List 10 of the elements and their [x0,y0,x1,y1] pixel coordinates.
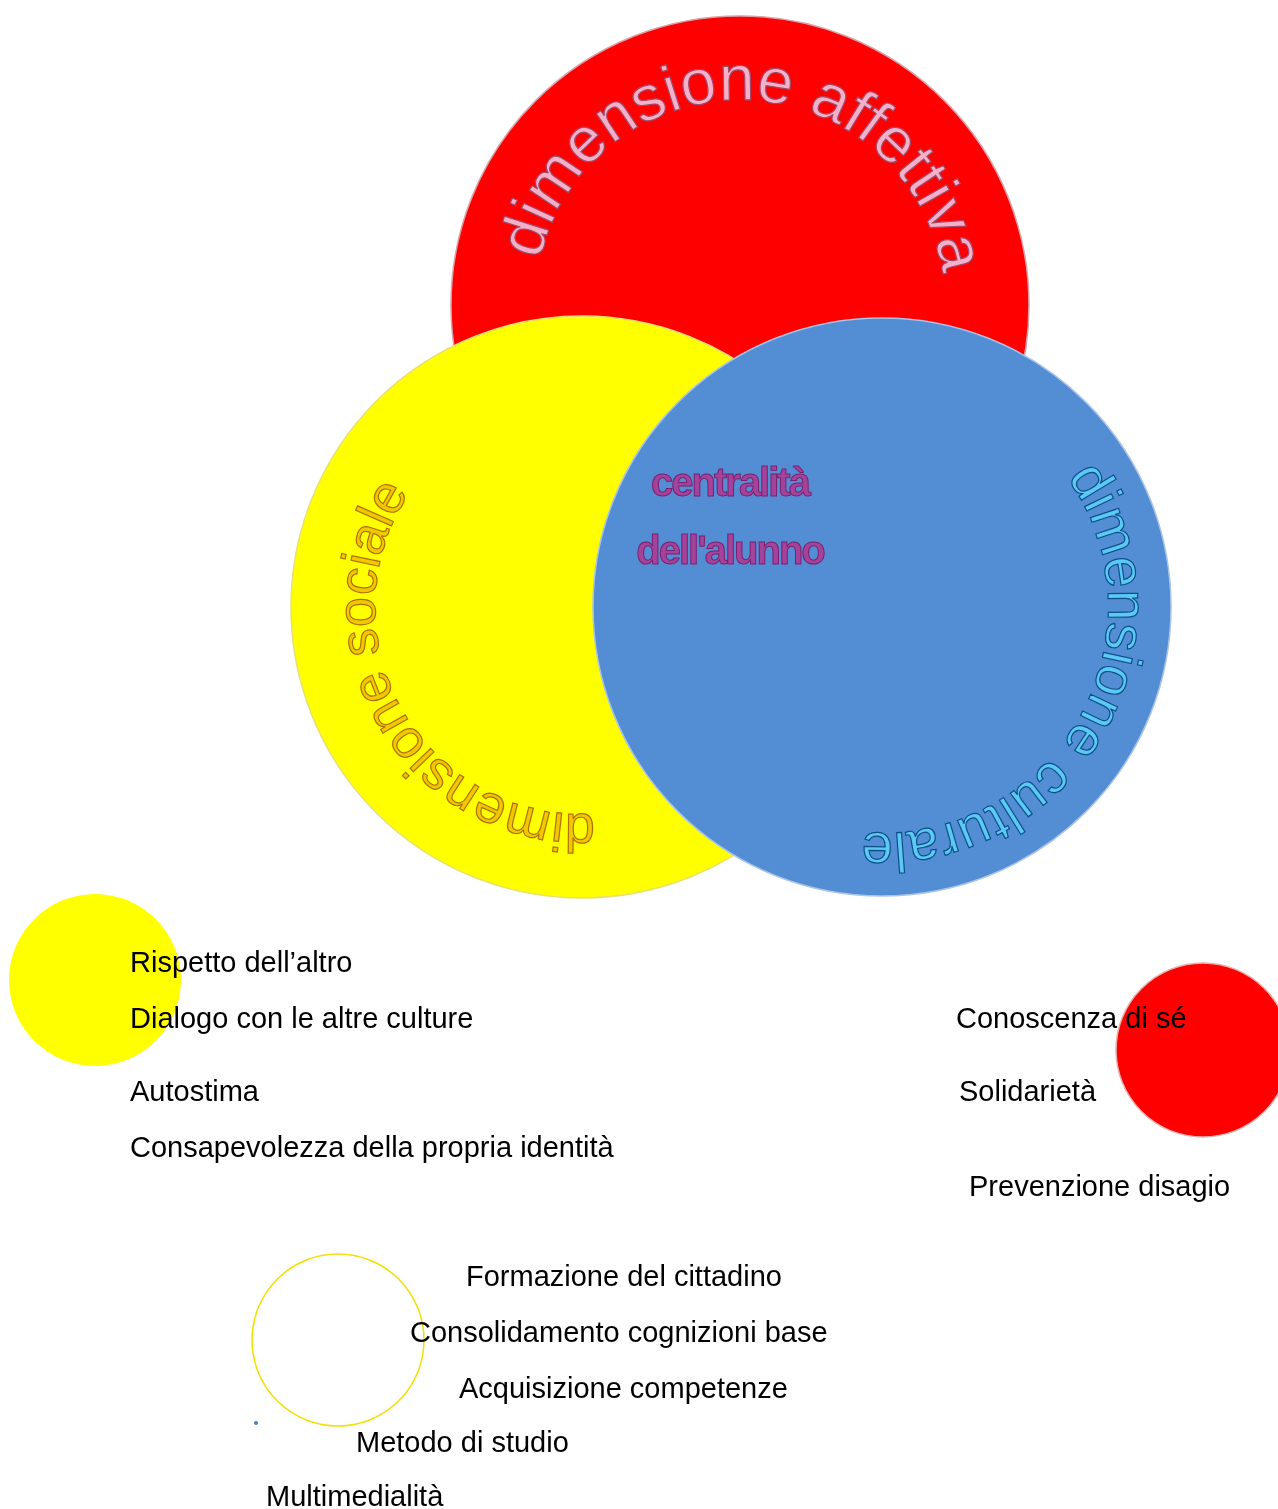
list-item-text: Consapevolezza della propria identità [130,1132,614,1162]
list-item-text: Acquisizione competenze [459,1373,788,1403]
list-item-text: Conoscenza di sé [956,1003,1187,1033]
list-item-text: Formazione del cittadino [466,1261,782,1291]
center-caption: centralità dell'alunno [635,459,825,574]
list-item-text: Prevenzione disagio [969,1171,1231,1201]
list-item-text: Autostima [130,1076,259,1106]
list-item-text: Multimedialità [266,1481,444,1509]
list-item-text: Solidarietà [959,1076,1097,1106]
list-item-text: Metodo di studio [356,1427,569,1457]
